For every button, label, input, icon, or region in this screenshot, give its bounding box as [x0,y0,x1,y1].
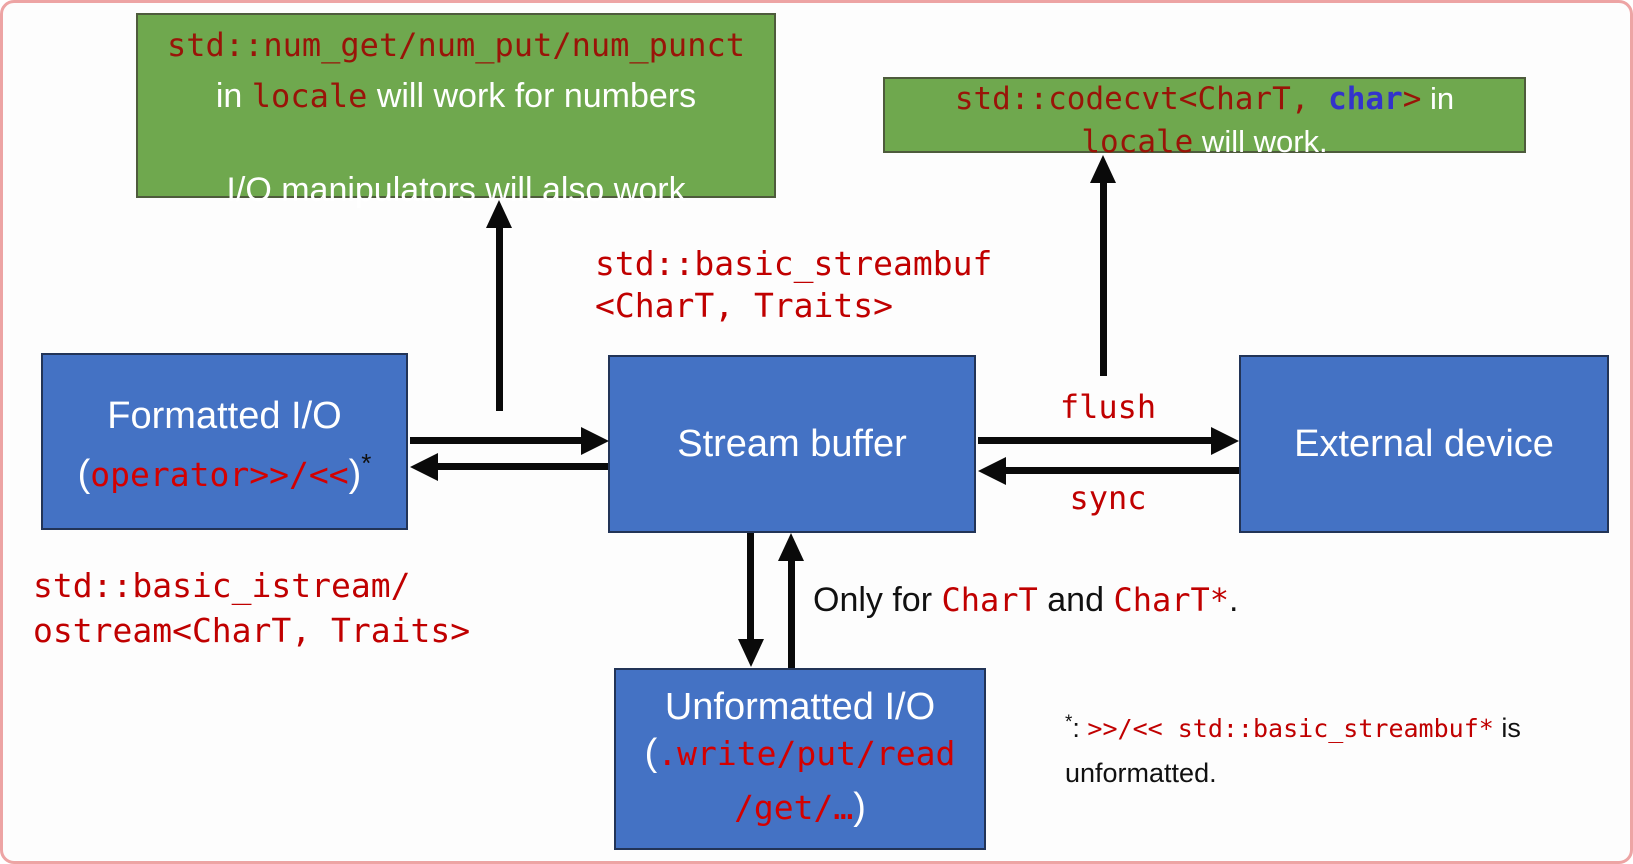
box-stream-buffer-title: Stream buffer [677,422,907,465]
text-run: . [1229,581,1239,619]
box-stream-buffer: Stream buffer [608,355,976,533]
label-sync: sync [1069,479,1147,517]
label-flush: flush [1059,388,1157,426]
arrow-head [410,453,438,481]
text-run: : [1072,713,1088,743]
arrow-shaft [1100,182,1107,376]
note-num-locale-line3: I/O manipulators will also work [138,168,774,219]
text-run: CharT [941,581,1038,619]
text-run: operator>>/<< [90,455,349,494]
text-run: ( [77,453,91,495]
text-run: CharT* [1113,581,1230,619]
note-codecvt-locale: std::codecvt<CharT, char> in locale will… [883,77,1526,160]
arrow-head [1090,155,1116,183]
note-codecvt-line1: std::codecvt<CharT, char> in [885,80,1524,123]
text-run: will work for numbers [367,77,697,115]
note-num-locale-line2: in locale will work for numbers [138,74,774,125]
text-run: and [1037,581,1114,619]
label-basic-streambuf: std::basic_streambuf <CharT, Traits> [595,243,992,327]
text-run: I/O manipulators will also work [226,171,686,209]
box-unformatted-line3: /get/…) [616,784,984,838]
text-run: in [1421,81,1455,116]
text-run: is [1493,713,1521,743]
text-run: Only for [813,581,942,619]
text-run: will work. [1193,124,1328,159]
text-run: /get/… [734,788,854,827]
arrow-head [1211,427,1239,455]
footnote-line2: unformatted. [1065,758,1217,788]
label-basic-istream-line1: std::basic_istream/ [33,566,411,605]
text-run: locale [251,77,368,115]
box-external-device: External device [1239,355,1609,533]
arrow-head [486,200,512,228]
arrow-shaft [1004,467,1239,474]
box-formatted-title: Formatted I/O [107,395,342,437]
arrow-shaft [978,437,1213,444]
spacer [138,125,774,168]
footnote-star: * [1065,712,1073,733]
arrow-shaft [410,437,584,444]
label-basic-istream-line2: ostream<CharT, Traits> [33,611,471,650]
box-external-device-title: External device [1294,422,1554,465]
box-unformatted-io: Unformatted I/O (.write/put/read /get/…) [614,668,986,850]
arrow-head [738,639,764,667]
label-basic-streambuf-line1: std::basic_streambuf [595,244,993,283]
arrow-shaft [496,227,503,411]
box-formatted-io: Formatted I/O (operator>>/<<)* [41,353,408,530]
note-codecvt-line2: locale will work. [885,123,1524,166]
text-run: > [1402,81,1422,117]
arrow-shaft [788,560,795,668]
arrow-head [978,457,1006,485]
arrow-head [581,427,609,455]
text-run: locale [1081,124,1194,160]
footnote-line1: *: >>/<< std::basic_streambuf* is [1065,701,1521,751]
arrow-shaft [436,463,608,470]
box-unformatted-title: Unformatted I/O [664,686,936,728]
footnote: *: >>/<< std::basic_streambuf* is unform… [1065,701,1521,795]
text-run: ) [853,786,866,828]
text-run: std::num_get/num_put/num_punct [167,26,745,64]
box-formatted-subtitle: (operator>>/<<)* [43,440,406,505]
box-unformatted-line2: (.write/put/read [616,730,984,784]
text-run: ) [348,453,362,495]
label-basic-istream: std::basic_istream/ ostream<CharT, Trait… [33,563,470,653]
arrow-shaft [747,533,754,641]
note-num-locale: std::num_get/num_put/num_punct in locale… [136,13,776,209]
text-run: .write/put/read [657,734,956,773]
text-run: char [1328,81,1403,117]
arrow-head [778,533,804,561]
text-run: ( [644,732,658,774]
text-run: in [215,77,252,115]
note-num-locale-line1: std::num_get/num_put/num_punct [138,23,774,74]
text-run: >>/<< std::basic_streambuf* [1087,714,1494,743]
note-only-for-chart: Only for CharT and CharT*. [813,581,1238,620]
footnote-marker: * [361,448,372,478]
text-run: std::codecvt<CharT, [954,81,1329,117]
label-basic-streambuf-line2: <CharT, Traits> [595,286,894,325]
